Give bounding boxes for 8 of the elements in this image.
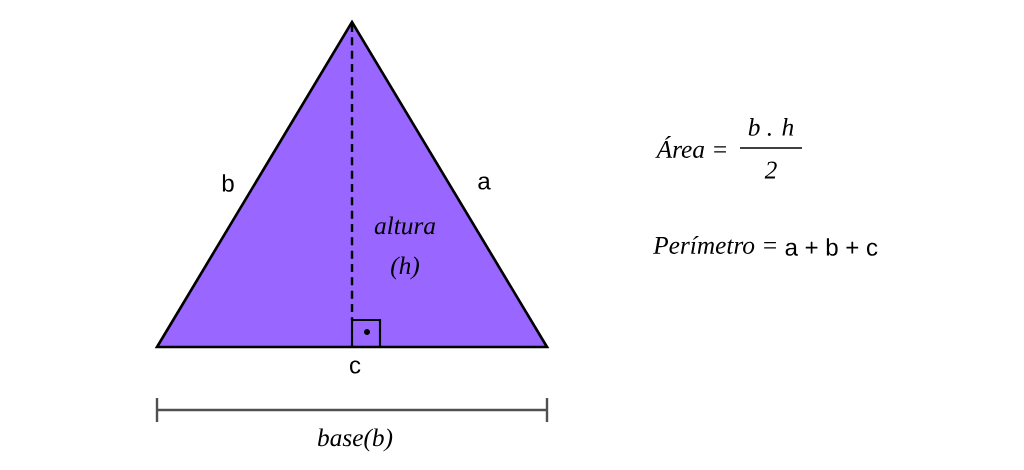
formula-text: Área =: [655, 136, 726, 158]
formula-text: a + b + c: [785, 238, 878, 256]
dimension-label: base(b): [317, 428, 393, 452]
formula-text: b . h: [748, 118, 794, 136]
side-label: b: [222, 174, 234, 192]
formula-text: 2: [764, 161, 777, 179]
side-label: a: [478, 176, 491, 190]
formula-text: Perímetro =: [653, 236, 776, 254]
